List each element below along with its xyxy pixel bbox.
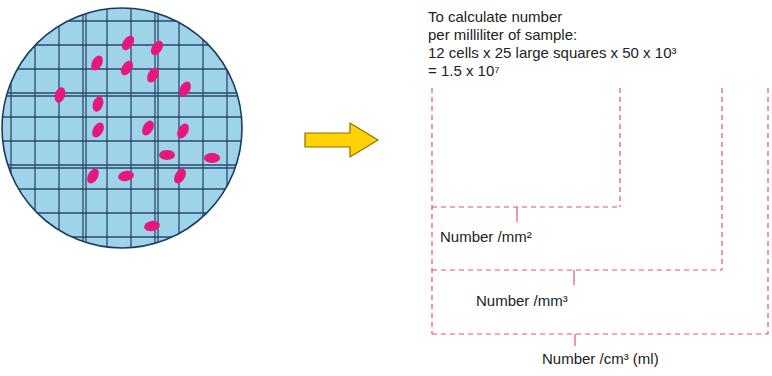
cells bbox=[53, 34, 220, 233]
bracket-tick bbox=[574, 334, 575, 346]
cell bbox=[159, 150, 175, 160]
cell bbox=[117, 170, 134, 183]
bracket-cm3 bbox=[432, 88, 768, 334]
bracket-mm3 bbox=[432, 88, 722, 270]
cell bbox=[145, 66, 162, 85]
bracket-mm2 bbox=[432, 88, 620, 207]
bracket-tick bbox=[573, 270, 574, 285]
cell bbox=[90, 121, 107, 140]
heading-text: To calculate number per milliliter of sa… bbox=[428, 8, 583, 44]
bracket-ticks bbox=[517, 207, 575, 346]
unit-label: Number /cm³ (ml) bbox=[542, 350, 659, 368]
result-text: = 1.5 x 10⁷ bbox=[428, 62, 500, 80]
brackets bbox=[432, 88, 768, 334]
field-outline bbox=[2, 8, 242, 248]
cell bbox=[91, 95, 106, 113]
cell bbox=[140, 119, 157, 138]
cell bbox=[119, 34, 136, 53]
bracket-left-line bbox=[431, 88, 432, 334]
cell bbox=[53, 86, 68, 104]
unit-label: Number /mm² bbox=[440, 228, 532, 246]
cell bbox=[175, 122, 192, 141]
cell bbox=[177, 80, 194, 99]
unit-label: Number /mm³ bbox=[476, 292, 568, 310]
cell bbox=[204, 153, 220, 163]
counting-grid bbox=[0, 0, 250, 260]
cell bbox=[148, 39, 165, 58]
cell bbox=[85, 167, 102, 186]
hemocytometer-view bbox=[0, 0, 250, 260]
formula-text: 12 cells x 25 large squares x 50 x 10³ bbox=[428, 44, 676, 62]
bracket-tick bbox=[516, 207, 517, 222]
cell bbox=[118, 59, 135, 78]
field-of-view bbox=[2, 8, 242, 248]
yellow-arrow bbox=[305, 123, 378, 157]
cell bbox=[172, 167, 189, 186]
cell bbox=[89, 54, 106, 73]
cell bbox=[143, 220, 160, 233]
